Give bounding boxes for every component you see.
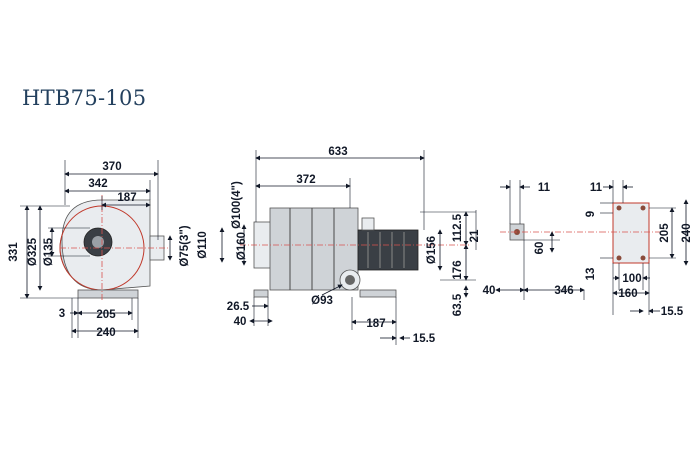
dim-346: 346 [554, 285, 573, 297]
base-hole-bl [616, 255, 622, 261]
dim-63-5: 63.5 [452, 293, 464, 316]
dim-93: Ø93 [311, 295, 333, 307]
model-title: HTB75-105 [22, 86, 147, 110]
base-hole-tl [616, 205, 622, 211]
dim-11-base: 11 [590, 182, 603, 194]
terminal-box [361, 217, 375, 231]
dim-26-5: 26.5 [227, 301, 250, 313]
dim-331: 331 [8, 242, 20, 262]
dim-372: 372 [296, 174, 315, 186]
dim-100: Ø100(4") [231, 181, 243, 229]
dim-633: 633 [328, 146, 347, 158]
base-hole-tr [640, 205, 646, 211]
dim-176: 176 [452, 260, 464, 279]
base-view: 11 9 205 240 13 100 16 [585, 180, 693, 318]
dim-15-5-side: 15.5 [413, 333, 436, 345]
dim-13: 13 [585, 268, 597, 281]
dim-110: Ø110 [197, 231, 209, 259]
base-hole-br [640, 255, 646, 261]
inlet-core [92, 236, 104, 248]
flange-view: 11 60 40 346 [483, 180, 600, 300]
dim-156: Ø156 [426, 236, 438, 264]
dim-240: 240 [96, 327, 115, 339]
dim-75: Ø75(3") [179, 225, 191, 266]
dim-9: 9 [585, 211, 597, 217]
side-foot-left [253, 289, 269, 298]
dim-100-base: 100 [622, 273, 641, 285]
front-view: 370 342 187 331 Ø325 Ø135 Ø75(3") [8, 160, 191, 339]
dim-240-base: 240 [681, 223, 693, 242]
dim-3: 3 [59, 308, 65, 320]
dim-60: 60 [534, 242, 546, 255]
dim-205-base: 205 [659, 223, 671, 243]
motor [357, 229, 419, 271]
dim-40-side: 40 [234, 316, 247, 328]
outlet-core [345, 275, 355, 285]
dim-160-base: 160 [618, 288, 637, 300]
dim-187: 187 [117, 192, 136, 204]
front-base [77, 289, 139, 299]
dim-21: 21 [469, 229, 481, 242]
base-plate-outline [612, 202, 650, 264]
dim-205: 205 [96, 309, 116, 321]
dim-160: Ø160 [236, 232, 248, 260]
side-view: 633 372 Ø100(4") Ø160 Ø110 26.5 40 Ø93 [197, 146, 481, 345]
dim-342: 342 [88, 178, 107, 190]
dim-11-flange: 11 [538, 182, 551, 194]
dim-370: 370 [102, 161, 121, 173]
side-foot-right [359, 289, 397, 298]
dim-135: Ø135 [43, 237, 55, 266]
dim-15-5-base: 15.5 [661, 306, 684, 318]
dim-40-flange: 40 [483, 285, 496, 297]
dim-187-side: 187 [366, 318, 385, 330]
dim-112-5: 112.5 [452, 213, 464, 242]
dim-325: Ø325 [27, 237, 39, 266]
base-plate [612, 202, 650, 264]
